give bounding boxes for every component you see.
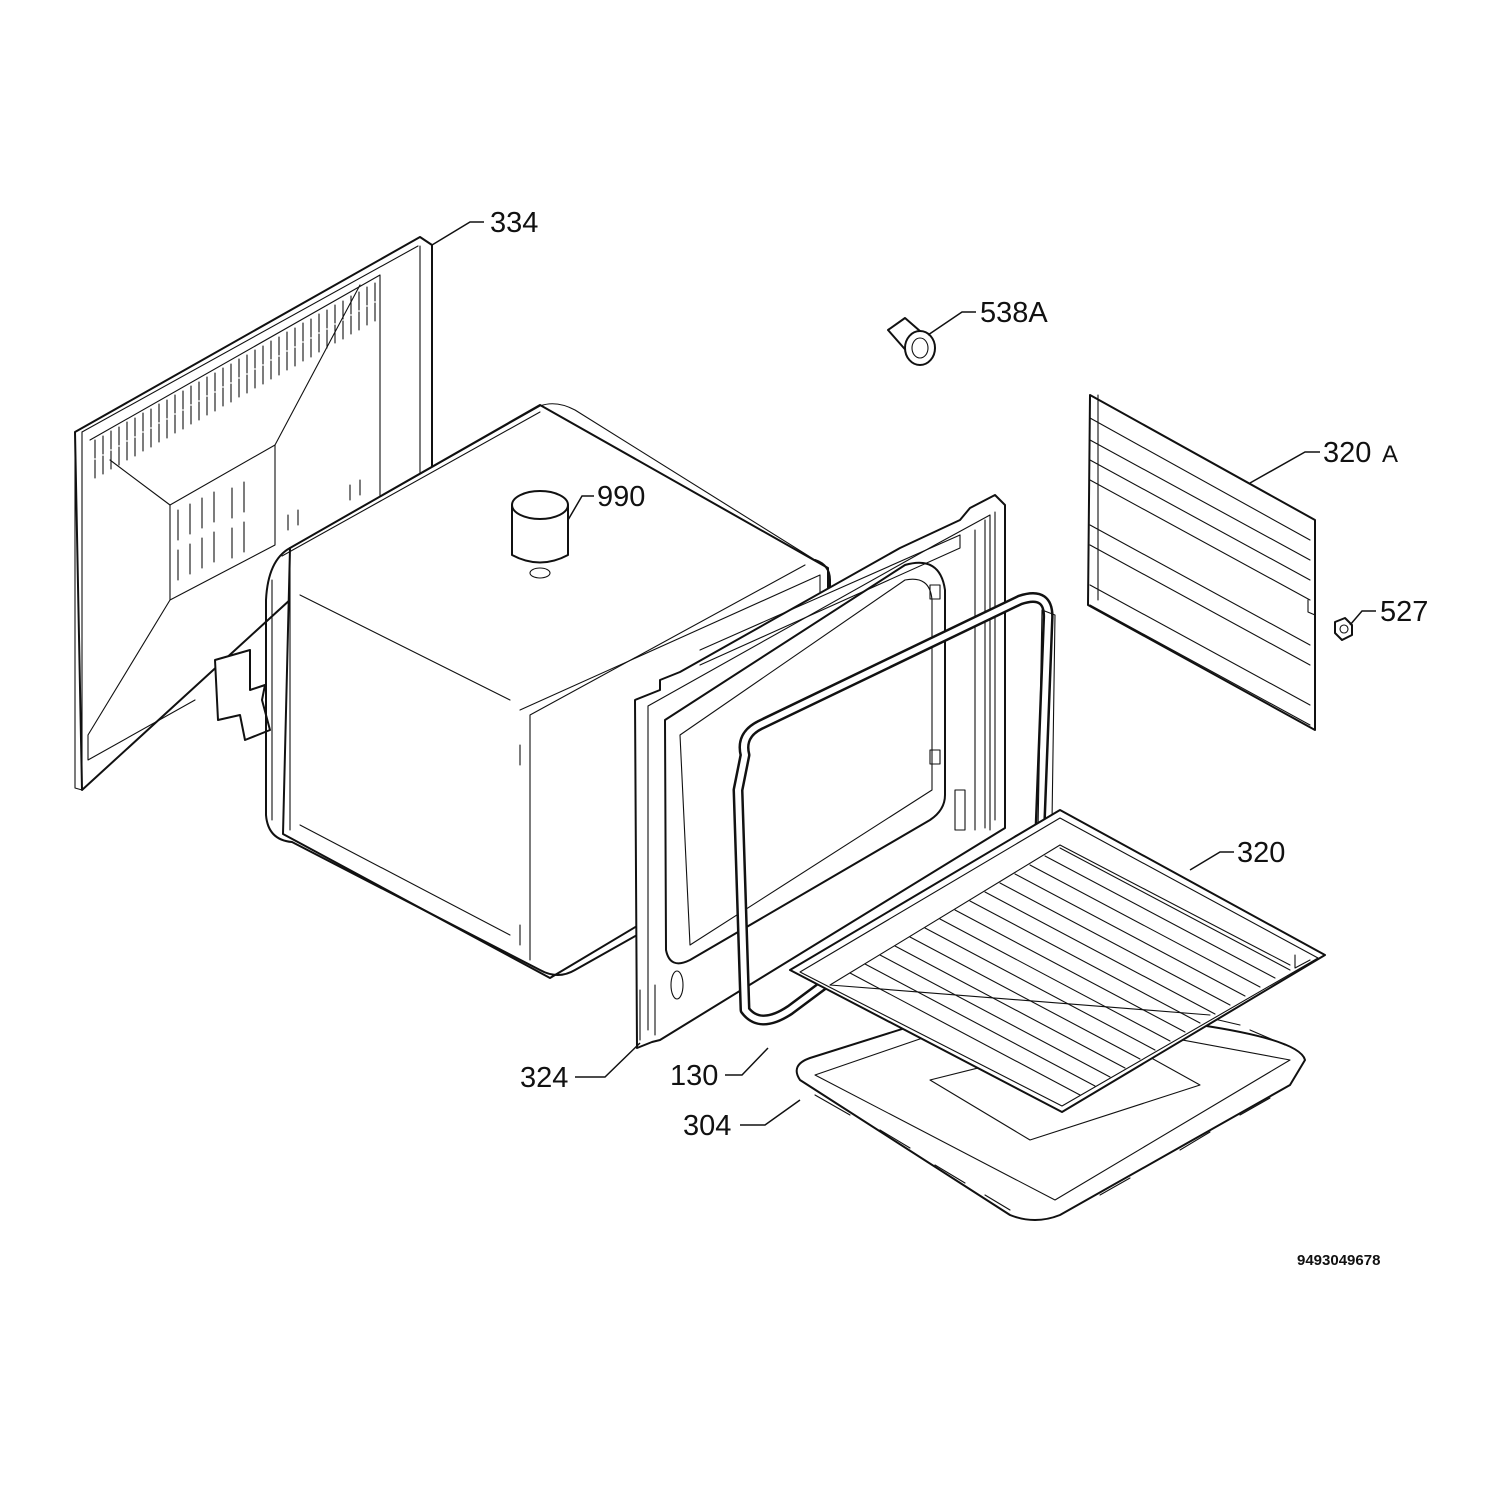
callout-334: 334 <box>490 207 538 239</box>
leader-lines <box>431 221 1376 1126</box>
callout-990: 990 <box>597 481 645 513</box>
rear-panel-334 <box>74 236 433 791</box>
callout-527: 527 <box>1380 596 1428 628</box>
oven-shelf-320 <box>789 809 1326 1113</box>
callout-324: 324 <box>520 1062 568 1094</box>
callout-labels: 334 538A 990 320 A 527 320 324 130 304 <box>490 207 1428 1142</box>
front-frame-324 <box>634 494 1006 1049</box>
document-id: 9493049678 <box>1297 1252 1380 1269</box>
callout-538a: 538A <box>980 297 1048 329</box>
side-rack-320a <box>1087 394 1316 731</box>
oven-lamp-990 <box>511 490 569 579</box>
lamp-holder-538a <box>887 317 936 366</box>
baking-tray-304 <box>795 994 1306 1221</box>
rear-panel-vent-slots <box>94 282 376 581</box>
callout-130: 130 <box>670 1060 718 1092</box>
callout-320: 320 <box>1237 837 1285 869</box>
nut-527 <box>1334 617 1353 641</box>
callout-304: 304 <box>683 1110 731 1142</box>
callout-320a: 320 <box>1323 437 1371 469</box>
callout-320a-suffix: A <box>1382 441 1398 468</box>
